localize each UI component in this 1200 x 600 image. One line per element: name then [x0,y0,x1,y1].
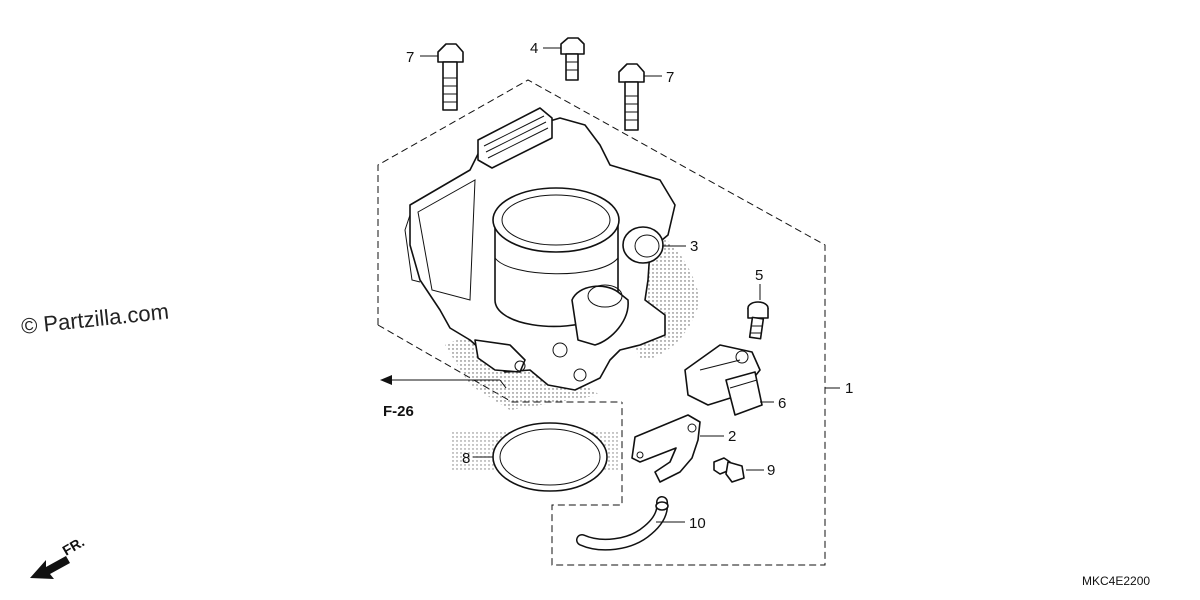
connector [477,107,553,169]
watermark: © Partzilla.com [20,299,170,339]
sensor-5: 6 [684,344,786,416]
callout-7-left: 7 [406,49,414,66]
bolt-9: 9 [713,457,775,483]
front-label: FR. [60,533,88,558]
callout-4: 5 [755,267,763,284]
callout-5: 6 [778,395,786,412]
bolt-left: 7 [406,43,464,111]
bracket-2: 2 [631,414,736,483]
callout-7-right: 7 [666,69,674,86]
page-ref-label: F-26 [383,403,414,420]
callout-10: 10 [689,515,706,532]
callout-9: 9 [767,462,775,479]
side-boss [622,226,664,264]
callout-2: 2 [728,428,736,445]
callout-6: 4 [530,40,538,57]
lower-fitting [474,339,587,382]
callout-1: 1 [825,380,853,397]
bolt-right: 7 [618,63,674,131]
hose-10: 10 [576,496,706,551]
callout-3: 3 [662,238,698,255]
front-indicator: FR. [30,533,87,579]
callout-8: 8 [462,450,470,467]
svg-text:3: 3 [690,238,698,255]
screw-4: 5 [747,267,769,340]
bolt-6: 4 [530,37,585,81]
svg-text:1: 1 [845,380,853,397]
o-ring-8: 8 [462,422,608,492]
page-reference: F-26 [380,375,507,420]
diagram-code: MKC4E2200 [1082,574,1150,588]
throttle-body [404,107,676,391]
